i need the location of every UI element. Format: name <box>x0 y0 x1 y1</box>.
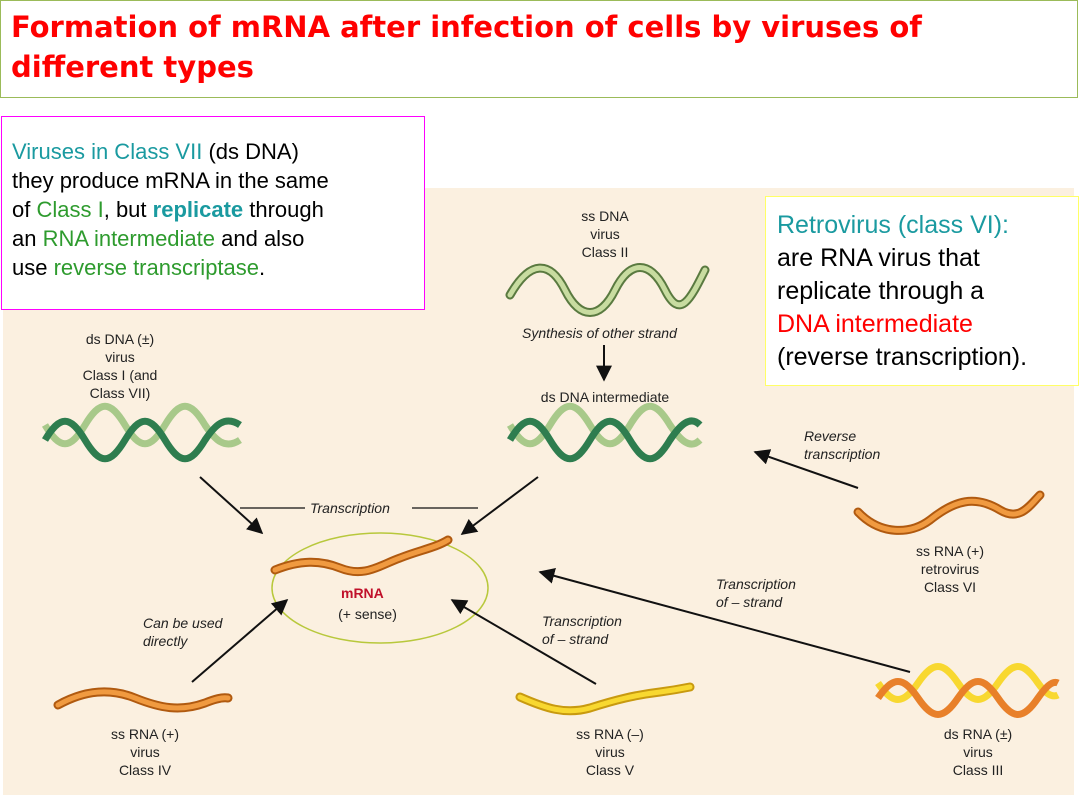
trans-minus-right-line2: of – strand <box>716 594 783 610</box>
intermediate-to-mrna-arrow <box>460 476 539 535</box>
dsdna-class1-line2: virus <box>105 349 135 365</box>
ssrna-retro-line3: Class VI <box>923 579 977 595</box>
mrna-strand <box>270 535 453 577</box>
ssrna-v-line2: virus <box>595 744 625 760</box>
retro-line2: are RNA virus that <box>777 244 980 272</box>
ssrna-classIV-label: ss RNA (+) virus Class IV <box>95 725 195 779</box>
ssrna-classIV-strand <box>53 687 233 713</box>
dsdna-helix-intermediate <box>506 402 703 463</box>
note-line3: of Class I, but replicate through <box>12 195 424 224</box>
reverse-transcription-arrow <box>753 449 859 489</box>
ssrna-iv-line3: Class IV <box>118 762 172 778</box>
reverse-line2: transcription <box>804 446 881 462</box>
classI-to-mrna-arrow <box>199 476 264 535</box>
title-box: Formation of mRNA after infection of cel… <box>0 0 1078 98</box>
trans-minus-mid-line1: Transcription <box>542 613 622 629</box>
class-vii-note: Viruses in Class VII (ds DNA) they produ… <box>1 116 425 310</box>
ssdna-line1: ss DNA <box>581 208 629 224</box>
dsdna-class1-line1: ds DNA (±) <box>85 331 155 347</box>
ssrna-v-line1: ss RNA (–) <box>576 726 644 742</box>
note-l5b: reverse transcriptase <box>53 255 260 280</box>
dsdna-helix-left <box>41 402 242 463</box>
note-l3c: , but <box>103 197 153 222</box>
note-line5: use reverse transcriptase. <box>12 253 424 282</box>
retro-line3: replicate through a <box>777 277 985 305</box>
trans-minus-mid-line2: of – strand <box>542 631 609 647</box>
mrna-ellipse <box>271 532 489 644</box>
note-l4a: an <box>12 226 43 251</box>
trans-minus-right-line1: Transcription <box>716 576 796 592</box>
transcription-minus-mid-label: Transcription of – strand <box>542 612 622 648</box>
note-line1: Viruses in Class VII (ds DNA) <box>12 137 424 166</box>
retrovirus-note: Retrovirus (class VI): are RNA virus tha… <box>765 196 1079 386</box>
dsrna-classIII-label: ds RNA (±) virus Class III <box>928 725 1028 779</box>
can-be-used-line1: Can be used <box>143 615 223 631</box>
classIV-to-mrna-arrow <box>191 598 289 683</box>
ssrna-classV-strand <box>515 682 695 716</box>
note-l4c: and also <box>215 226 305 251</box>
dsdna-class1-line4: Class VII) <box>89 385 151 401</box>
transcription-label: Transcription <box>310 500 390 516</box>
dsdna-intermediate-label: ds DNA intermediate <box>540 389 670 405</box>
page-title: Formation of mRNA after infection of cel… <box>11 10 922 84</box>
retro-line4: DNA intermediate <box>777 310 973 338</box>
dsrna-iii-line1: ds RNA (±) <box>943 726 1013 742</box>
can-be-used-label: Can be used directly <box>143 614 222 650</box>
mrna-label: mRNA <box>341 585 384 601</box>
ssrna-retro-strand <box>853 490 1045 535</box>
classIII-to-mrna-arrow <box>538 568 911 673</box>
dsdna-class1-label: ds DNA (±) virus Class I (and Class VII) <box>70 330 170 402</box>
classV-to-mrna-arrow <box>450 599 597 685</box>
transcription-minus-right-label: Transcription of – strand <box>716 575 796 611</box>
note-line2: they produce mRNA in the same <box>12 168 329 193</box>
note-l3a: of <box>12 197 37 222</box>
ssrna-retro-line1: ss RNA (+) <box>915 543 985 559</box>
note-l5c: . <box>259 255 266 280</box>
note-l3d: replicate <box>152 197 244 222</box>
note-l3e: through <box>243 197 324 222</box>
note-l1b: (ds DNA) <box>202 139 299 164</box>
reverse-line1: Reverse <box>804 428 857 444</box>
note-l4b: RNA intermediate <box>42 226 216 251</box>
note-l5a: use <box>12 255 54 280</box>
ssdna-label: ss DNA virus Class II <box>560 207 650 261</box>
ssdna-line2: virus <box>590 226 620 242</box>
note-l1a: Viruses in Class VII <box>12 139 203 164</box>
retro-line5: (reverse transcription). <box>777 343 1028 371</box>
ssrna-retro-label: ss RNA (+) retrovirus Class VI <box>900 542 1000 596</box>
sense-label: (+ sense) <box>338 606 397 622</box>
retro-line1: Retrovirus (class VI): <box>777 211 1009 239</box>
ssdna-strand <box>505 263 710 317</box>
reverse-transcription-label: Reverse transcription <box>804 427 880 463</box>
ssrna-iv-line1: ss RNA (+) <box>110 726 180 742</box>
ssrna-v-line3: Class V <box>585 762 635 778</box>
ssdna-line3: Class II <box>581 244 629 260</box>
dsrna-iii-line3: Class III <box>952 762 1004 778</box>
ssrna-retro-line2: retrovirus <box>920 561 980 577</box>
dsrna-helix <box>875 663 1060 718</box>
ssrna-iv-line2: virus <box>130 744 160 760</box>
can-be-used-line2: directly <box>143 633 188 649</box>
dsrna-iii-line2: virus <box>963 744 993 760</box>
ssrna-classV-label: ss RNA (–) virus Class V <box>560 725 660 779</box>
synthesis-label: Synthesis of other strand <box>522 325 677 341</box>
note-l3b: Class I <box>36 197 104 222</box>
dsdna-class1-line3: Class I (and <box>82 367 158 383</box>
note-line4: an RNA intermediate and also <box>12 224 424 253</box>
